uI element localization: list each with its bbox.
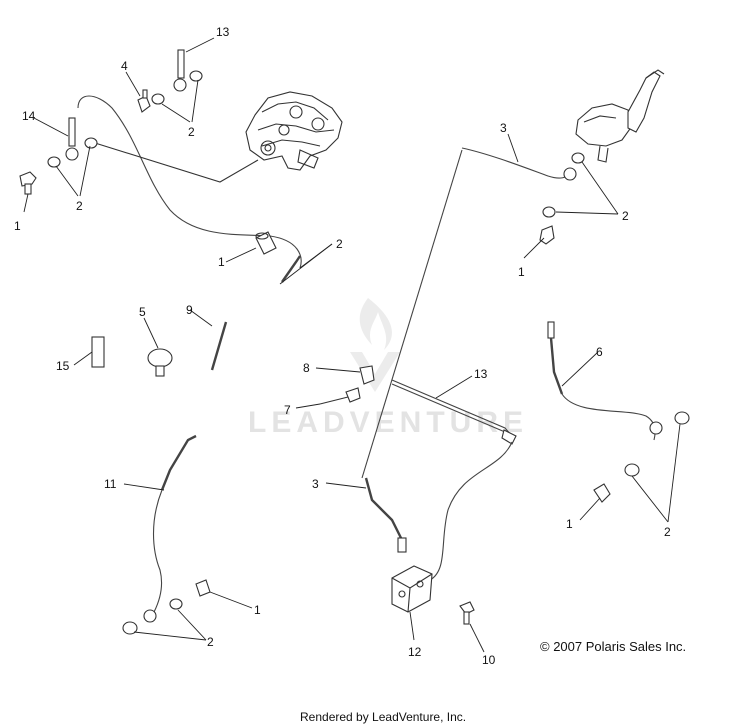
callout-7: 7 xyxy=(284,403,291,417)
banjo-bolt xyxy=(195,579,211,597)
banjo-fitting xyxy=(563,167,577,181)
callout-13-top: 13 xyxy=(216,25,230,39)
brake-hose-11 xyxy=(160,434,197,491)
brake-hose-11-lower xyxy=(152,489,163,613)
callout-labels: 13 4 2 14 2 1 1 2 3 2 1 5 9 15 8 7 13 6 … xyxy=(14,25,671,667)
line-fitting xyxy=(547,321,555,339)
callout-11: 11 xyxy=(104,477,117,491)
washer xyxy=(84,137,98,149)
callout-2-b: 2 xyxy=(76,199,83,213)
brake-line-to-junction xyxy=(429,441,513,581)
brake-hose-6-lower xyxy=(561,393,656,441)
brake-line-13-b xyxy=(391,383,506,433)
callout-1-d: 1 xyxy=(566,517,573,531)
callout-2-d: 2 xyxy=(622,209,629,223)
line-fitting xyxy=(501,429,517,445)
callout-10: 10 xyxy=(482,653,496,667)
callout-12: 12 xyxy=(408,645,422,659)
callout-15: 15 xyxy=(56,359,70,373)
washer xyxy=(542,206,556,218)
brake-line-end xyxy=(281,255,301,283)
brake-hose-6 xyxy=(549,337,564,395)
bleeder-valve xyxy=(137,89,151,113)
callout-1-e: 1 xyxy=(254,603,261,617)
banjo-bolt xyxy=(539,225,555,245)
junction-block xyxy=(391,565,433,613)
leadventure-watermark: LEADVENTURE xyxy=(248,298,528,439)
callout-4: 4 xyxy=(121,59,128,73)
washer xyxy=(571,152,585,164)
callout-6: 6 xyxy=(596,345,603,359)
line-fitting xyxy=(397,537,407,553)
cable-tie xyxy=(210,321,228,371)
master-cylinder xyxy=(575,69,665,163)
callout-9: 9 xyxy=(186,303,193,317)
callout-2-f: 2 xyxy=(207,635,214,649)
footer-text: Rendered by LeadVenture, Inc. xyxy=(300,710,466,724)
leader-lines xyxy=(23,37,681,653)
grommet xyxy=(91,336,105,368)
callout-2-e: 2 xyxy=(664,525,671,539)
banjo-bolt xyxy=(19,171,37,195)
callout-3-mid: 3 xyxy=(312,477,319,491)
washer xyxy=(189,70,203,82)
banjo-fitting-13-top xyxy=(173,49,187,92)
rivet-head xyxy=(345,387,361,403)
line-clip xyxy=(359,365,375,385)
callout-2-c: 2 xyxy=(336,237,343,251)
banjo-bolt xyxy=(593,483,611,503)
brake-line-main xyxy=(361,149,463,479)
callout-14: 14 xyxy=(22,109,36,123)
brake-line-3-upper xyxy=(461,147,571,179)
washer xyxy=(47,156,61,168)
washer xyxy=(674,411,690,425)
washer xyxy=(151,93,165,105)
hose-clamp xyxy=(147,348,173,377)
callout-1-b: 1 xyxy=(218,255,225,269)
callout-8: 8 xyxy=(303,361,310,375)
washer xyxy=(624,463,640,477)
banjo-fitting xyxy=(143,609,157,623)
banjo-fitting-14 xyxy=(65,117,79,161)
brake-caliper xyxy=(245,91,343,171)
callout-2-a: 2 xyxy=(188,125,195,139)
callout-1-c: 1 xyxy=(518,265,525,279)
callout-3-top: 3 xyxy=(500,121,507,135)
watermark-text: LEADVENTURE xyxy=(248,406,528,439)
mounting-bolt xyxy=(459,601,475,625)
callout-5: 5 xyxy=(139,305,146,319)
callout-13-mid: 13 xyxy=(474,367,488,381)
brake-line-3-lower xyxy=(364,477,404,541)
callout-1-a: 1 xyxy=(14,219,21,233)
line-clip xyxy=(255,231,277,255)
rivet xyxy=(319,395,353,405)
hose-to-caliper xyxy=(94,142,259,183)
washer xyxy=(122,621,138,635)
copyright-text: © 2007 Polaris Sales Inc. xyxy=(540,639,686,654)
brake-line-upper xyxy=(77,95,302,269)
washer xyxy=(169,598,183,610)
banjo-fitting xyxy=(649,421,663,435)
